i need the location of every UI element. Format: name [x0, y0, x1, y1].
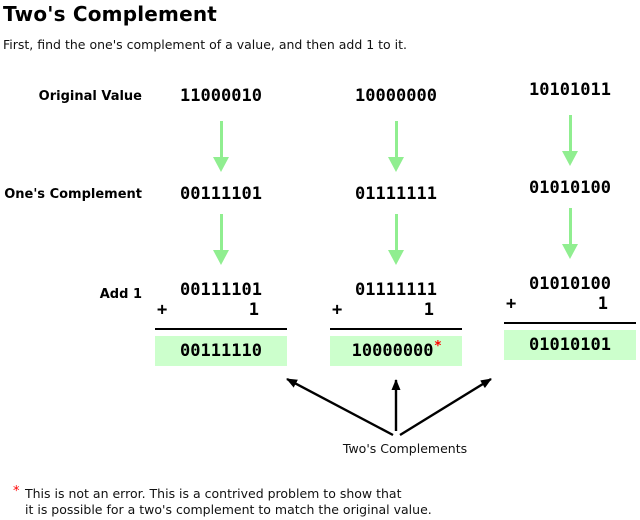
footnote-text: This is not an error. This is a contrive… — [25, 486, 432, 518]
original-value-binary: 10101011 — [529, 80, 611, 100]
addend-binary: 01111111 — [355, 280, 437, 300]
arrow-head — [562, 151, 578, 166]
result-box: 00111110 — [155, 336, 287, 366]
down-arrow-icon — [213, 214, 229, 265]
result-binary: 01010101 — [529, 335, 611, 355]
arrow-head — [213, 157, 229, 172]
original-value-binary: 10000000 — [355, 86, 437, 106]
add-one-digit: 1 — [248, 300, 259, 320]
down-arrow-icon — [213, 121, 229, 172]
addend-binary: 00111101 — [180, 280, 262, 300]
ones-complement-binary: 00111101 — [180, 184, 262, 204]
arrow-head — [213, 250, 229, 265]
plus-sign: + — [157, 300, 168, 320]
footnote-line-1: This is not an error. This is a contrive… — [25, 486, 402, 501]
result-box: 01010101 — [504, 330, 636, 360]
pointer-arrows-icon — [286, 377, 492, 437]
result-box: 10000000* — [330, 336, 462, 366]
down-arrow-icon — [562, 208, 578, 259]
original-value-binary: 11000010 — [180, 86, 262, 106]
sum-divider-line — [330, 328, 462, 330]
result-asterisk: * — [434, 339, 442, 354]
result-binary: 10000000 — [351, 341, 434, 361]
row-label-add-one: Add 1 — [99, 287, 142, 302]
ones-complement-binary: 01111111 — [355, 184, 437, 204]
arrow-shaft — [568, 208, 572, 244]
arrow-shaft — [219, 214, 223, 250]
example-column-2: 10000000 01111111 01111111 + 1 10000000* — [330, 0, 462, 380]
page-title: Two's Complement — [3, 2, 218, 26]
down-arrow-icon — [388, 121, 404, 172]
add-one-digit: 1 — [423, 300, 434, 320]
intro-text: First, find the one's complement of a va… — [3, 37, 408, 52]
row-label-ones-complement: One's Complement — [4, 187, 142, 202]
example-column-3: 10101011 01010100 01010100 + 1 01010101 — [504, 0, 636, 374]
footnote-asterisk: * — [13, 484, 20, 499]
plus-sign: + — [332, 300, 343, 320]
arrow-shaft — [219, 121, 223, 157]
down-arrow-icon — [388, 214, 404, 265]
example-column-1: 11000010 00111101 00111101 + 1 00111110 — [155, 0, 287, 380]
sum-divider-line — [155, 328, 287, 330]
arrow-head — [388, 157, 404, 172]
ones-complement-binary: 01010100 — [529, 178, 611, 198]
footnote-line-2: it is possible for a two's complement to… — [25, 502, 432, 517]
arrow-head — [562, 244, 578, 259]
sum-divider-line — [504, 322, 636, 324]
result-binary: 00111110 — [180, 341, 262, 361]
down-arrow-icon — [562, 115, 578, 166]
arrow-shaft — [568, 115, 572, 151]
addend-binary: 01010100 — [529, 274, 611, 294]
plus-sign: + — [506, 294, 517, 314]
add-one-digit: 1 — [597, 294, 608, 314]
row-label-original-value: Original Value — [38, 89, 142, 104]
arrow-shaft — [394, 214, 398, 250]
arrow-head — [388, 250, 404, 265]
pointer-label: Two's Complements — [342, 441, 468, 456]
arrow-shaft — [394, 121, 398, 157]
